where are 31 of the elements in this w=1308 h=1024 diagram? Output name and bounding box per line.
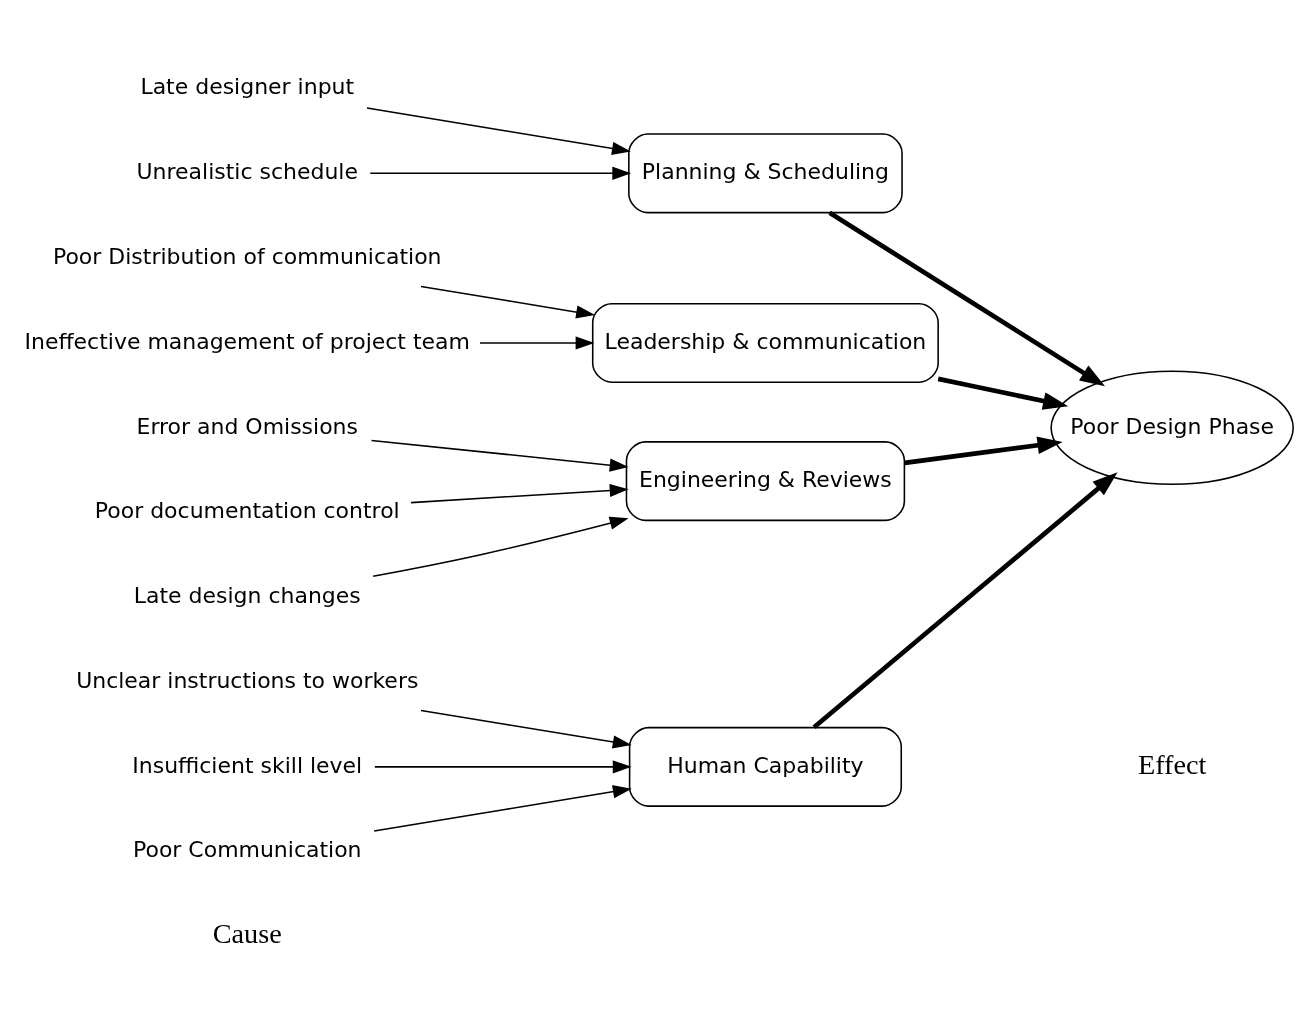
arrow	[410, 483, 629, 503]
node-text: Unclear instructions to workers	[76, 667, 419, 693]
node-box: Human Capability	[628, 726, 903, 807]
label: Cause	[212, 917, 282, 949]
node-text: Poor Distribution of communication	[52, 243, 442, 269]
node-text: Ineffective management of project team	[24, 328, 470, 354]
node-text: Poor documentation control	[94, 497, 400, 523]
arrow	[374, 759, 632, 773]
arrow	[366, 106, 631, 155]
node-text: Poor Communication	[133, 836, 362, 862]
node-box: Engineering & Reviews	[625, 440, 906, 521]
arrow	[812, 471, 1118, 729]
arrow	[373, 784, 632, 832]
node-text: Unrealistic schedule	[136, 158, 358, 184]
arrow	[904, 436, 1063, 465]
node-text: Error and Omissions	[136, 413, 358, 439]
node-text: Insufficient skill level	[132, 752, 363, 778]
arrow	[479, 335, 595, 349]
arrow	[420, 709, 632, 749]
arrow	[828, 210, 1105, 386]
node-text: Late design changes	[133, 582, 361, 608]
node-box: Leadership & communication	[591, 302, 939, 383]
node-box: Planning & Scheduling	[628, 132, 903, 213]
arrow	[370, 439, 629, 472]
node-text: Late designer input	[140, 73, 355, 99]
arrow	[420, 285, 596, 319]
arrow	[372, 516, 629, 577]
node-ellipse: Poor Design Phase	[1050, 369, 1294, 485]
label: Effect	[1137, 748, 1207, 780]
arrow	[937, 376, 1069, 410]
arrow	[369, 166, 632, 180]
